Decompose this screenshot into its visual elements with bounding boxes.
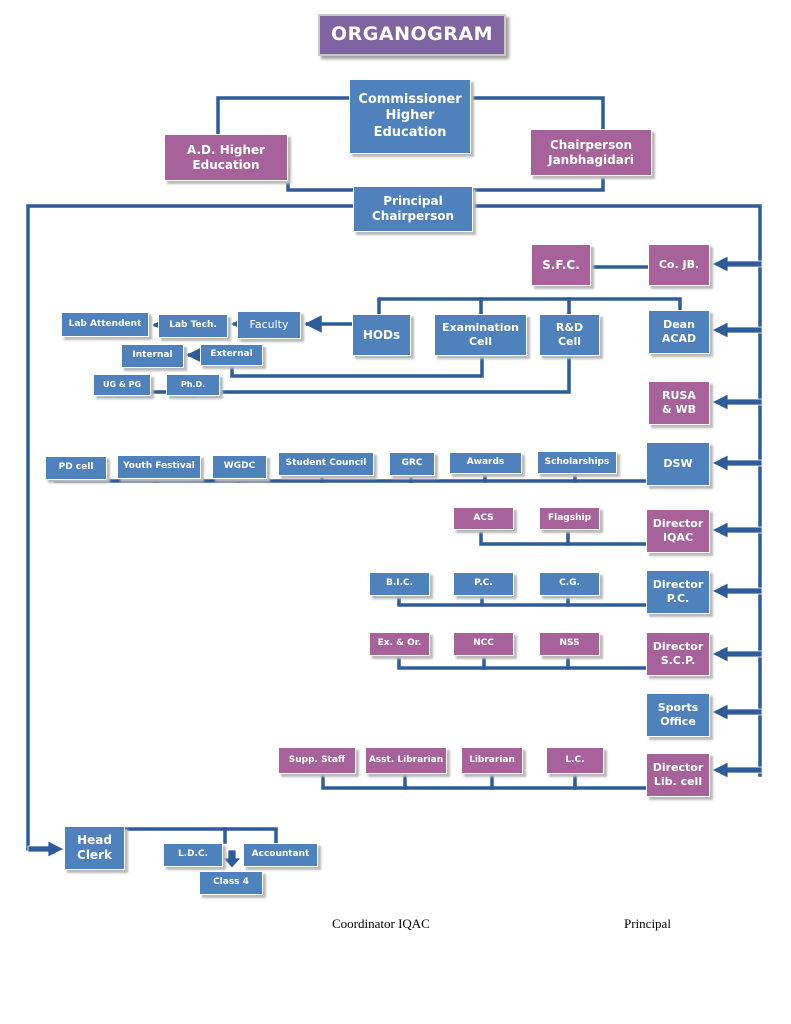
ldc-box: L.D.C.: [163, 843, 223, 867]
arrow-trunk-headclerk: [27, 840, 65, 858]
arrow-trunk-rusa: [711, 393, 763, 411]
arrow-trunk-cojb: [711, 255, 763, 273]
iqac-unit-acs: ACS: [453, 507, 514, 530]
dsw-box: DSW: [646, 442, 710, 486]
dsw-unit-pd-cell: PD cell: [45, 456, 107, 480]
connector-chair-principal: [471, 175, 605, 192]
connector-scp-bus: [397, 654, 648, 670]
lib-unit-asst-librarian: Asst. Librarian: [365, 747, 447, 774]
connector-iqac-bus: [479, 528, 648, 546]
internal-box: Internal: [121, 344, 184, 368]
dean-acad-box: Dean ACAD: [648, 310, 710, 354]
lib-unit-lc: L.C.: [546, 747, 604, 774]
dsw-unit-student-council: Student Council: [278, 452, 374, 476]
sfc-box: S.F.C.: [531, 244, 591, 286]
arrow-trunk-sports: [711, 703, 763, 721]
accountant-box: Accountant: [243, 843, 318, 867]
faculty-box: Faculty: [237, 311, 301, 339]
dsw-unit-grc: GRC: [389, 452, 435, 476]
arrow-ldc-class4: [222, 849, 242, 869]
external-box: External: [200, 344, 263, 366]
scp-unit-ncc: NCC: [453, 632, 514, 656]
scp-unit-nss: NSS: [539, 632, 600, 656]
director-pc-box: Director P.C.: [646, 570, 710, 614]
director-scp-box: Director S.C.P.: [646, 632, 710, 676]
connector-commissioner-ad: [216, 96, 352, 137]
page-title: ORGANOGRAM: [318, 14, 506, 56]
chairperson-janbhagidari-box: Chairperson Janbhagidari: [530, 129, 652, 176]
arrow-trunk-dean: [711, 321, 763, 339]
connector-pc-bus: [397, 594, 648, 607]
rusa-wb-box: RUSA & WB: [648, 381, 710, 425]
class4-box: Class 4: [199, 871, 263, 895]
connector-exam-external: [230, 354, 484, 378]
connector-lib-bus: [321, 772, 648, 790]
lab-tech-box: Lab Tech.: [158, 314, 228, 338]
dsw-unit-scholarships: Scholarships: [537, 451, 617, 474]
commissioner-box: Commissioner Higher Education: [349, 79, 471, 154]
arrow-trunk-scp: [711, 645, 763, 663]
signature-principal: Principal: [624, 916, 671, 931]
lab-attendent-box: Lab Attendent: [61, 312, 149, 337]
co-jb-box: Co. JB.: [648, 244, 710, 286]
connector-commissioner-chair: [468, 96, 605, 132]
arrow-trunk-pc: [711, 582, 763, 600]
arrow-trunk-lib: [711, 761, 763, 779]
lib-unit-librarian: Librarian: [461, 747, 523, 774]
sports-office-box: Sports Office: [646, 693, 710, 737]
ad-higher-education-box: A.D. Higher Education: [164, 134, 288, 181]
lib-unit-supp-staff: Supp. Staff: [278, 747, 356, 774]
dsw-unit-wgdc: WGDC: [212, 455, 267, 479]
iqac-unit-flagship: Flagship: [539, 507, 600, 530]
arrow-trunk-dsw: [711, 454, 763, 472]
connector-headclerk-bus: [123, 827, 278, 844]
phd-box: Ph.D.: [166, 374, 220, 396]
dsw-unit-youth-festival: Youth Festival: [117, 455, 201, 479]
pc-unit-bic: B.I.C.: [369, 572, 430, 596]
director-iqac-box: Director IQAC: [646, 509, 710, 553]
principal-box: Principal Chairperson: [353, 186, 473, 232]
pc-unit-cg: C.G.: [539, 572, 600, 596]
connector-principal-right-trunk: [471, 204, 762, 777]
arrow-trunk-iqac: [711, 521, 763, 539]
dsw-unit-awards: Awards: [449, 452, 522, 474]
signature-coordinator-iqac: Coordinator IQAC: [332, 916, 430, 931]
connector-academic-bus: [377, 297, 682, 320]
ug-pg-box: UG & PG: [93, 374, 151, 396]
director-lib-cell-box: Director Lib. cell: [646, 753, 710, 797]
scp-unit-ex-or: Ex. & Or.: [369, 632, 430, 656]
head-clerk-box: Head Clerk: [64, 826, 125, 870]
hods-box: HODs: [352, 314, 411, 356]
pc-unit-pc: P.C.: [453, 572, 514, 596]
connector-dsw-bus: [54, 478, 648, 483]
examination-cell-box: Examination Cell: [434, 314, 527, 356]
rd-cell-box: R&D Cell: [539, 314, 600, 356]
connector-ad-principal: [286, 168, 355, 192]
